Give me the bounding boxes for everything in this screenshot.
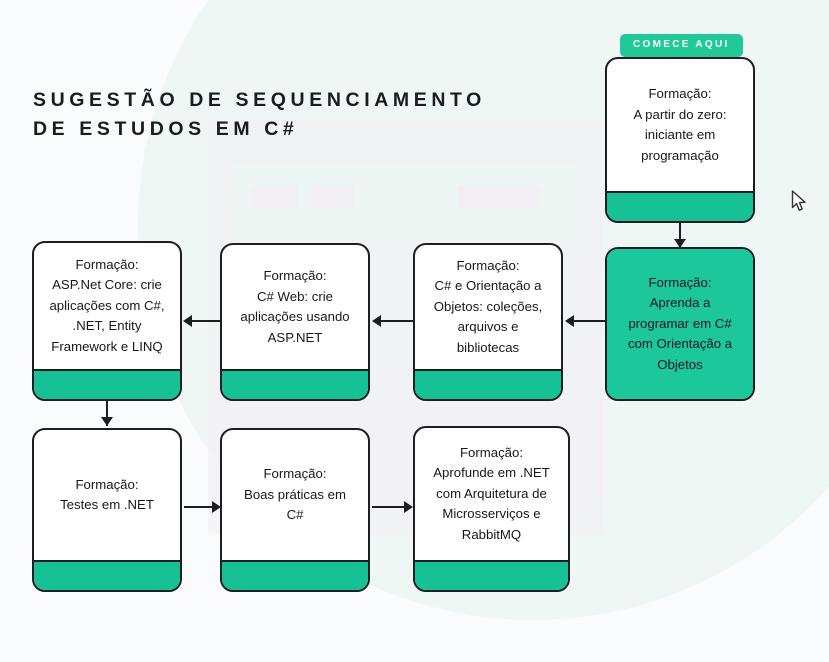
card-footer-accent [415,560,568,590]
card-footer-accent [607,191,753,221]
card-body: Formação: ASP.Net Core: crie aplicações … [34,243,180,369]
connector-colecoes-to-web [379,320,414,323]
card-label: Formação: ASP.Net Core: crie aplicações … [49,256,165,354]
arrow-head-down-aspnetcore-to-testes [101,417,113,426]
card-footer-accent [415,369,561,399]
card-label: Formação: C# e Orientação a Objetos: col… [433,257,543,355]
card-csharp-oo-colecoes[interactable]: Formação: C# e Orientação a Objetos: col… [413,243,563,401]
card-label: Formação: Boas práticas em C# [244,466,346,523]
card-label: Formação: C# Web: crie aplicações usando… [240,268,350,345]
card-body: Formação: Aprofunde em .NET com Arquitet… [415,428,568,560]
connector-boaspraticas-to-aprofunde [372,506,406,509]
card-label: Formação: Testes em .NET [60,476,154,513]
arrow-head-left-web-to-aspnetcore [183,315,192,327]
arrow-head-left-colecoes-to-web [372,315,381,327]
card-body: Formação: A partir do zero: iniciante em… [607,59,753,191]
arrow-head-down-inicio-to-aprenda [674,239,686,248]
card-body: Formação: C# Web: crie aplicações usando… [222,245,368,369]
card-footer-accent [222,560,368,590]
card-footer-accent [34,369,180,399]
arrow-head-right-boaspraticas-to-aprofunde [404,501,413,513]
mouse-pointer-icon [791,190,809,214]
connector-testes-to-boaspraticas [184,506,214,509]
card-body: Formação: Boas práticas em C# [222,430,368,560]
card-footer-accent [222,369,368,399]
connector-inicio-to-aprenda [679,222,682,248]
card-footer-accent [34,560,180,590]
start-here-badge: COMECE AQUI [620,34,743,57]
card-inicio-zero[interactable]: Formação: A partir do zero: iniciante em… [605,57,755,223]
connector-aspnetcore-to-testes [106,400,109,426]
background-chip-decoration [312,186,354,208]
card-label: Formação: Aprenda a programar em C# com … [627,274,733,372]
arrow-head-right-testes-to-boaspraticas [212,501,221,513]
arrow-head-left-aprenda-to-colecoes [565,315,574,327]
background-chip-decoration [458,186,540,208]
card-boas-praticas-csharp[interactable]: Formação: Boas práticas em C# [220,428,370,592]
background-chip-decoration [252,186,297,208]
card-body: Formação: Aprenda a programar em C# com … [607,249,753,399]
card-testes-dotnet[interactable]: Formação: Testes em .NET [32,428,182,592]
connector-web-to-aspnetcore [190,320,222,323]
card-csharp-web-aspnet[interactable]: Formação: C# Web: crie aplicações usando… [220,243,370,401]
card-aspnet-core-entity-linq[interactable]: Formação: ASP.Net Core: crie aplicações … [32,241,182,401]
connector-aprenda-to-colecoes [572,320,606,323]
card-label: Formação: Aprofunde em .NET com Arquitet… [433,444,550,542]
card-aprenda-programar-csharp-oo[interactable]: Formação: Aprenda a programar em C# com … [605,247,755,401]
card-body: Formação: C# e Orientação a Objetos: col… [415,245,561,369]
card-body: Formação: Testes em .NET [34,430,180,560]
page-title: SUGESTÃO DE SEQUENCIAMENTO DE ESTUDOS EM… [33,89,486,140]
card-aprofunde-dotnet-microsservicos[interactable]: Formação: Aprofunde em .NET com Arquitet… [413,426,570,592]
card-label: Formação: A partir do zero: iniciante em… [633,86,727,163]
